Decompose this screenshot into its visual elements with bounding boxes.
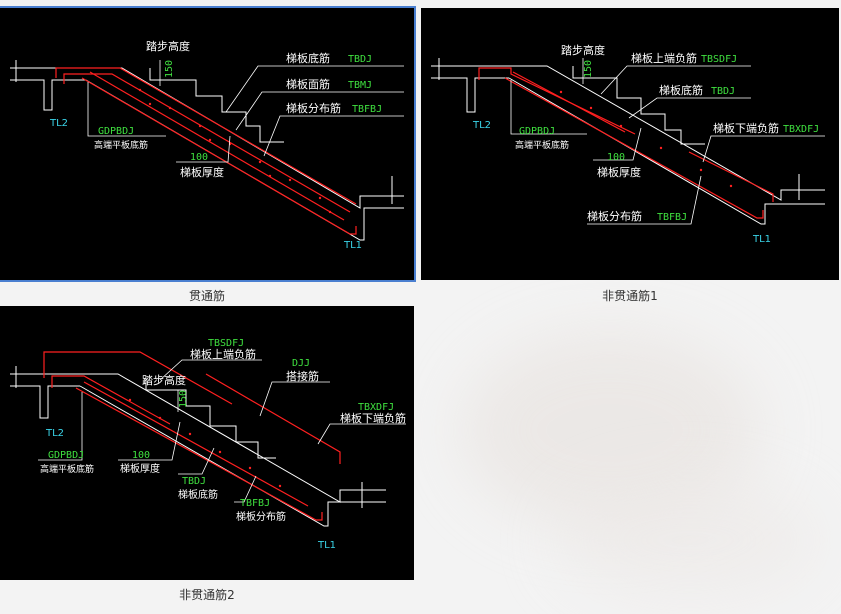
code-tbxdfj: TBXDFJ [358,402,394,413]
label-dim-150: 150 [178,390,189,408]
label-tbfbj: 梯板分布筋 [587,209,642,223]
caption-non-through-2: 非贯通筋2 [179,588,235,602]
label-tl2: TL2 [472,120,491,131]
stair-outline [10,60,404,241]
code-gdpbdj: GDPBDJ [98,126,134,137]
option-card-non-through-1[interactable]: 踏步高度 150 梯板上端负筋 TBSDFJ 梯板底筋 TBDJ 梯板下端负筋 … [421,8,839,280]
rebar-dots [128,398,282,488]
label-tl2: TL2 [45,428,64,439]
label-tbmj: 梯板面筋 [286,77,330,91]
background-blur [560,480,820,600]
label-tbfbj: 梯板分布筋 [286,101,341,115]
label-gdpbdj: 高端平板底筋 [94,139,148,151]
label-tbsdfj: 梯板上端负筋 [190,347,256,361]
label-gdpbdj: 高端平板底筋 [515,139,569,151]
stair-diagram: TBSDFJ 梯板上端负筋 踏步高度 150 DJJ 搭接筋 TBXDFJ 梯板… [10,338,406,551]
code-tbdj: TBDJ [348,54,372,65]
caption-non-through-1: 非贯通筋1 [602,289,658,303]
code-tbdj: TBDJ [711,86,735,97]
label-gdpbdj: 高端平板底筋 [40,463,94,475]
label-tbdj: 梯板底筋 [178,488,218,501]
code-gdpbdj: GDPBDJ [48,450,84,461]
label-thickness: 梯板厚度 [120,462,160,475]
code-tbsdfj: TBSDFJ [208,338,244,349]
label-dim-150: 150 [583,60,594,78]
stair-diagram: 踏步高度 150 梯板上端负筋 TBSDFJ 梯板底筋 TBDJ 梯板下端负筋 … [431,43,825,245]
label-dim-100: 100 [607,152,625,163]
code-djj: DJJ [292,358,310,369]
label-tl1: TL1 [343,240,362,251]
option-card-through-bar[interactable]: 踏步高度 150 梯板底筋 TBDJ 梯板面筋 TBMJ 梯板分布筋 TBFBJ… [0,6,416,282]
code-tbfbj: TBFBJ [352,104,382,115]
label-tbdj: 梯板底筋 [286,51,330,65]
caption-through-bar: 贯通筋 [188,289,225,303]
stair-diagram: 踏步高度 150 梯板底筋 TBDJ 梯板面筋 TBMJ 梯板分布筋 TBFBJ… [10,39,404,251]
label-dim-100: 100 [132,450,150,461]
code-tbfbj: TBFBJ [657,212,687,223]
label-tbxdfj: 梯板下端负筋 [340,411,406,425]
code-tbmj: TBMJ [348,80,372,91]
label-step-height: 踏步高度 [146,39,190,53]
label-dim-100: 100 [190,152,208,163]
stair-outline [431,58,825,225]
rebar-dots [559,90,733,188]
code-tbdj: TBDJ [182,476,206,487]
label-tbsdfj: 梯板上端负筋 [631,51,697,65]
label-tl1: TL1 [317,540,336,551]
label-thickness: 梯板厚度 [597,165,641,179]
leader-lines [510,58,825,225]
label-djj: 搭接筋 [286,369,319,383]
code-tbxdfj: TBXDFJ [783,124,819,135]
code-tbfbj: TBFBJ [240,498,270,509]
code-tbsdfj: TBSDFJ [701,54,737,65]
label-step-height: 踏步高度 [142,373,186,387]
label-tl1: TL1 [752,234,771,245]
leader-lines [38,359,406,503]
rebar-lines [43,351,341,521]
label-thickness: 梯板厚度 [180,165,224,179]
rebar-lines [478,67,774,219]
label-step-height: 踏步高度 [561,43,605,57]
option-card-non-through-2[interactable]: TBSDFJ 梯板上端负筋 踏步高度 150 DJJ 搭接筋 TBXDFJ 梯板… [0,306,414,580]
leader-lines [87,60,404,163]
label-dim-150: 150 [164,60,175,78]
label-tl2: TL2 [49,118,68,129]
label-tbdj: 梯板底筋 [659,83,703,97]
code-gdpbdj: GDPBDJ [519,126,555,137]
label-tbxdfj: 梯板下端负筋 [713,121,779,135]
label-tbfbj: 梯板分布筋 [236,510,286,523]
rebar-lines [55,67,357,235]
